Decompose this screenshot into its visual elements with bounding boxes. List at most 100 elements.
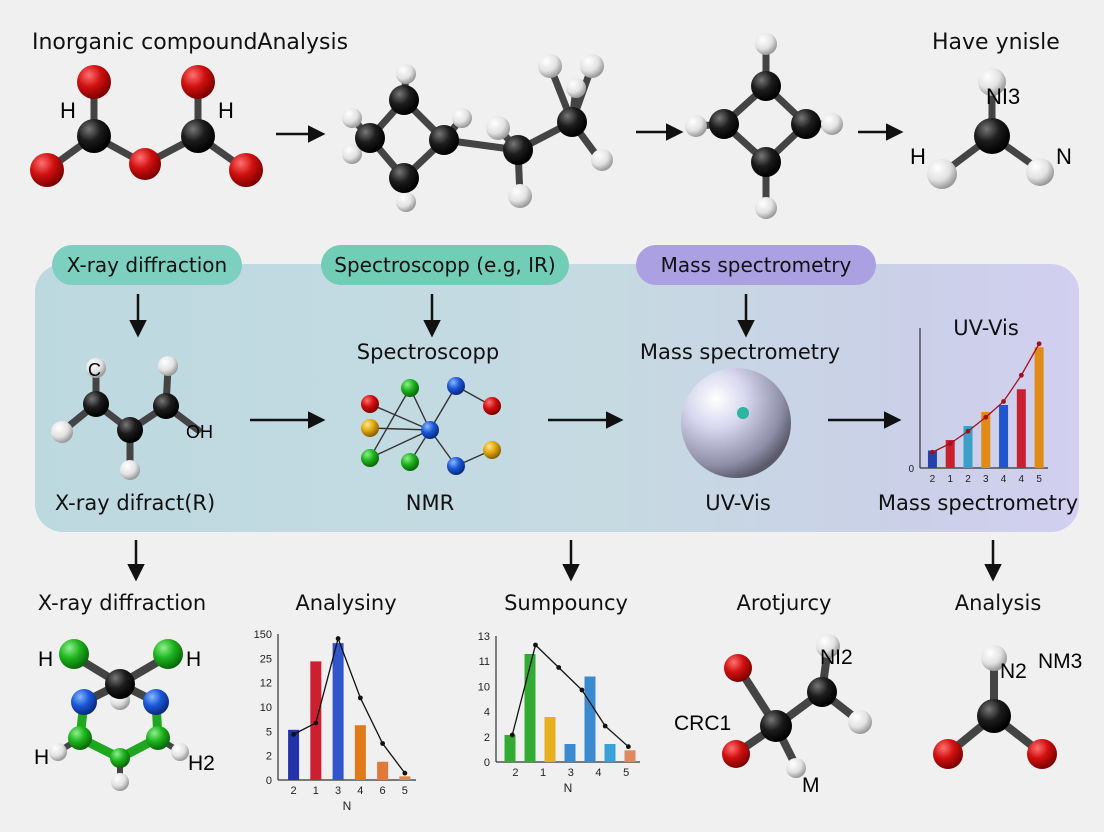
atom-label: C [88,360,101,380]
bottom-title-arotjurcy: Arotjurcy [736,591,832,615]
atom-label: CRC1 [674,712,731,735]
x-tick-label: 4 [1019,474,1025,485]
hydrogen-atom [927,159,957,189]
oxygen-atom [229,153,263,187]
pill-xray: X-ray diffraction [52,245,242,285]
y-tick-label: 10 [260,702,272,714]
pill-mass-spec: Mass spectrometry [636,245,876,285]
x-tick-label: 4 [1001,474,1007,485]
oxygen-atom [722,740,750,768]
bar [1034,347,1044,468]
bottom-title-sumpouncy: Sumpouncy [504,591,628,615]
atom-node [361,419,379,437]
carbon-atom [791,109,821,139]
top-molecule-2 [342,54,613,212]
carbon-atom [389,163,419,193]
bar [945,440,955,468]
x-tick-label: 6 [380,785,386,797]
carbon-atom [389,85,419,115]
hydrogen-atom [158,356,178,376]
hydrogen-atom [452,108,472,128]
carbon-atom [557,107,587,137]
y-tick-label: 2 [484,732,490,744]
trend-point [1018,372,1024,378]
hydrogen-atom [591,149,613,171]
x-tick-label: 1 [947,474,953,485]
y-tick-label: 13 [478,631,490,643]
top-molecule-4: NI3 H N [910,68,1072,189]
bottom-title-xray: X-ray diffraction [37,591,207,615]
title-left: Inorganic compoundAnalysis [32,30,349,55]
hydrogen-atom [120,460,140,480]
oxygen-atom [933,739,963,769]
caption-nmr: NMR [405,491,455,515]
hydrogen-atom [685,115,707,137]
x-tick-label: 3 [335,785,341,797]
atom-label: H [186,648,201,671]
y-tick-label: 150 [254,629,272,641]
ring-atom [110,748,130,768]
bar [544,717,556,762]
bar [624,750,636,762]
carbon-atom [503,135,533,165]
carbon-atom [117,417,143,443]
y-tick-label: 12 [260,678,272,690]
analysis-panel [35,264,1079,532]
trend-point [1036,341,1042,347]
atom-node [361,449,379,467]
trend-point [509,732,515,738]
atom-label: H [218,98,234,123]
nitrogen-atom [71,689,97,715]
bar [981,412,991,468]
carbon-atom [429,125,459,155]
atom-label: N2 [1000,660,1027,683]
x-axis-label: N [564,781,573,795]
top-molecule-3 [685,33,843,219]
atom-label: NI2 [820,646,853,669]
atom-label: OH [186,422,213,442]
bar [564,744,576,762]
oxygen-atom [129,148,161,180]
hydrogen-atom [171,743,189,761]
bar [927,450,937,468]
hydrogen-atom [580,54,604,78]
hydrogen-atom [981,645,1007,671]
bottom-title-analysis: Analysis [954,591,1042,615]
sphere-dot [737,407,749,419]
trend-point [556,665,562,670]
hydrogen-atom [111,773,129,791]
x-tick-label: 2 [291,785,297,797]
hydrogen-atom [821,113,843,135]
bottom-title-analysiny: Analysiny [295,591,397,615]
trend-point [947,441,953,446]
bar [963,426,973,468]
title-right: Have ynisle [932,30,1060,55]
caption-uvvis: UV-Vis [705,491,771,515]
y-tick-label: 10 [478,681,490,693]
atom-label: NI3 [986,84,1020,109]
trend-point [983,414,989,420]
header-spectroscopp: Spectroscopp [356,340,500,364]
trend-point [335,636,341,641]
y-tick-label: 0 [908,464,914,475]
hydrogen-atom [486,116,510,140]
bar [1016,389,1026,468]
x-tick-label: 2 [512,767,518,779]
carbon-atom [760,710,792,742]
trend-point [313,720,319,726]
x-tick-label: 3 [983,474,989,485]
oxygen-atom [30,153,64,187]
trend-point [930,449,935,455]
hydrogen-atom [755,33,777,55]
oxygen-atom [1027,739,1057,769]
atom-node [361,395,379,413]
nmr-network [361,377,501,475]
bar [377,761,389,780]
nitrogen-atom [143,689,169,715]
x-tick-label: 2 [965,474,971,485]
atom-label: H [38,648,53,671]
oxygen-atom [724,654,752,682]
trend-point [380,741,386,746]
bottom-molecule-1: H H H H2 [34,639,215,791]
